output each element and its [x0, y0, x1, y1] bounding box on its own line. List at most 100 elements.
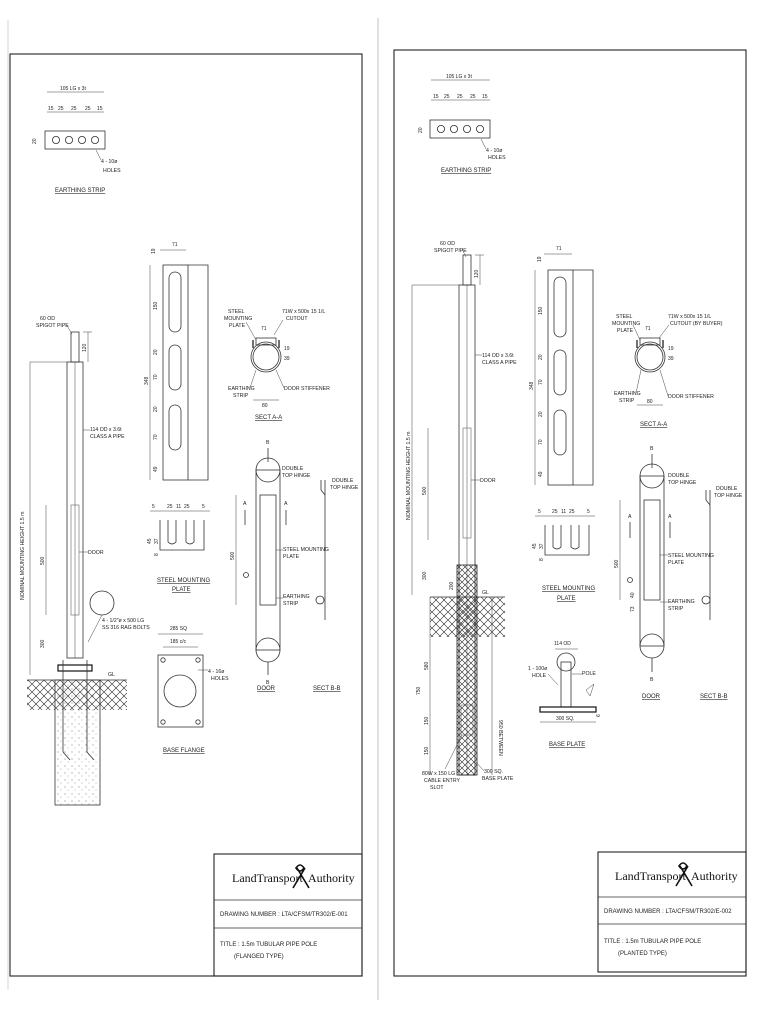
dim-text: 20 — [32, 138, 38, 144]
dim-text: 39 — [668, 356, 674, 362]
holes-label: 4 - 10ø — [486, 148, 503, 154]
dim-text: 6 — [596, 714, 602, 717]
lta-logo-text: LandTransport — [615, 869, 687, 883]
dim-text: 71 — [172, 242, 178, 248]
section-b-b-title: SECT B-B — [313, 686, 341, 692]
door-label: PLATE — [283, 554, 300, 560]
section-label: DOUBLE — [716, 486, 738, 492]
dim-text: 25 — [167, 504, 173, 510]
dim-text: 49 — [538, 471, 544, 477]
dim-text: 500 — [230, 551, 236, 560]
door-label: STEEL MOUNTING — [668, 553, 714, 559]
base-flange-title: BASE FLANGE — [163, 748, 205, 754]
dim-text: 19 — [151, 248, 157, 254]
dim-text: 73 — [630, 606, 636, 612]
door-title: DOOR — [642, 694, 661, 700]
dim-text: 20 — [538, 411, 544, 417]
dim-text: 5 — [202, 504, 205, 510]
pipe-label: CLASS A PIPE — [90, 434, 125, 440]
dim-text: 80 — [647, 399, 653, 405]
dim-text: 71 — [261, 326, 267, 332]
base-plate-label: HOLE — [532, 673, 547, 679]
section-label: MOUNTING — [612, 321, 640, 327]
dim-text: 37 — [539, 543, 545, 549]
section-label: DOOR STIFFENER — [668, 394, 714, 400]
dim-text: 45 — [532, 543, 538, 549]
section-label: 71W x 500x 15 1/L — [282, 309, 325, 315]
dim-text: 70 — [153, 374, 159, 380]
section-marker: A — [668, 514, 672, 520]
pole-elevation: 120 60 OD SPIGOT PIPE 114 OD x 3.6t CLAS… — [20, 316, 150, 806]
door-detail: B B A A DOUBLE TOP HINGE 500 STEEL MOUNT… — [230, 440, 329, 692]
dim-text: 300 — [422, 571, 428, 580]
drawing-number: DRAWING NUMBER : LTA/CFSM/TR302/E-001 — [220, 912, 348, 918]
section-marker: B — [650, 446, 654, 452]
drawing-number: DRAWING NUMBER : LTA/CFSM/TR302/E-002 — [604, 909, 732, 915]
mounting-plate-title: STEEL MOUNTING — [542, 586, 595, 592]
section-a-a-detail: STEEL MOUNTING PLATE 71W x 500x 15 1/L C… — [612, 314, 723, 428]
steel-mounting-plate-detail: 71 19 150 20 70 20 70 49 348 5 25 11 25 … — [144, 242, 210, 593]
dim-text: 19 — [284, 346, 290, 352]
door-detail: B B A A DOUBLE TOP HINGE 500 73 40 STEEL… — [614, 446, 714, 700]
door-label: EARTHING — [283, 594, 310, 600]
title-block: LandTransport Authority DRAWING NUMBER :… — [213, 853, 363, 977]
section-label: CUTOUT (BY BUYER) — [670, 321, 723, 327]
dim-text: 5 — [538, 509, 541, 515]
section-label: DOOR STIFFENER — [284, 386, 330, 392]
earthing-strip-detail: 105 LG x 3t 15 25 25 25 15 20 4 - 10ø HO… — [32, 86, 121, 194]
door-label: STRIP — [283, 601, 299, 607]
bolts-label: 4 - 1/2"ø x 500 LG — [102, 618, 144, 624]
dim-text: 150 — [538, 306, 544, 315]
dim-text: 150 — [424, 716, 430, 725]
dim-text: 200 — [449, 581, 455, 590]
dim-text: 20 — [153, 349, 159, 355]
dim-text: 70 — [538, 379, 544, 385]
cable-slot-label: 80W x 150 LG — [422, 771, 455, 777]
dim-text: 25 — [552, 509, 558, 515]
dim-text: 348 — [529, 381, 535, 390]
section-b-b-detail: DOUBLE TOP HINGE SECT B-B — [313, 478, 359, 692]
dim-text: 40 — [630, 592, 636, 598]
dim-text: 25 — [569, 509, 575, 515]
bolts-label: SS 316 RAG BOLTS — [102, 625, 150, 631]
ground-level-label: GL — [482, 590, 489, 596]
dim-text: 20 — [538, 354, 544, 360]
mounting-height-label: NOMINAL MOUNTING HEIGHT 1.5 m — [406, 432, 412, 520]
holes-label: 4 - 16ø — [208, 669, 225, 675]
mounting-plate-title: PLATE — [172, 587, 191, 593]
holes-label: HOLES — [103, 168, 121, 174]
pipe-label: CLASS A PIPE — [482, 360, 517, 366]
embed-label: 950 BETWEEN — [497, 720, 503, 756]
cable-slot-label: SLOT — [430, 785, 444, 791]
concrete-foundation — [54, 679, 101, 806]
door-title: DOOR — [257, 686, 276, 692]
section-label: TOP HINGE — [330, 485, 359, 491]
section-marker: B — [266, 680, 270, 686]
dim-text: 5 — [587, 509, 590, 515]
section-marker: A — [628, 514, 632, 520]
base-plate-label: 300 SQ. — [484, 769, 503, 775]
mounting-plate-title: STEEL MOUNTING — [157, 578, 210, 584]
dim-text: 25 — [85, 106, 91, 112]
title-block: LandTransport Authority DRAWING NUMBER :… — [597, 851, 747, 973]
holes-label: HOLES — [488, 155, 506, 161]
base-flange-detail: 285 SQ 185 c/c 4 - 16ø HOLES BASE FLANGE — [157, 626, 229, 754]
earthing-strip-title: EARTHING STRIP — [441, 168, 491, 174]
dim-text: 11 — [561, 509, 566, 515]
section-b-b-detail: DOUBLE TOP HINGE SECT B-B — [700, 486, 743, 700]
dim-text: 80 — [262, 403, 268, 409]
dim-text: 70 — [538, 439, 544, 445]
spigot-label: SPIGOT PIPE — [36, 323, 69, 329]
base-plate-label: BASE PLATE — [482, 776, 514, 782]
door-label: DOOR — [480, 478, 496, 484]
dim-text: 8 — [539, 558, 545, 561]
dim-text: 25 — [470, 94, 476, 100]
base-plate-detail: 114 OD 1 - 100ø HOLE POLE 300 SQ. 6 BASE… — [528, 641, 602, 748]
dim-text: 150 — [153, 301, 159, 310]
dim-text: 15 — [48, 106, 54, 112]
section-marker: B — [650, 677, 654, 683]
holes-label: HOLES — [211, 676, 229, 682]
pipe-label: 114 OD x 3.6t — [90, 427, 122, 433]
dim-text: 348 — [144, 376, 150, 385]
earthing-strip-length: 105 LG x 3t — [60, 86, 86, 92]
